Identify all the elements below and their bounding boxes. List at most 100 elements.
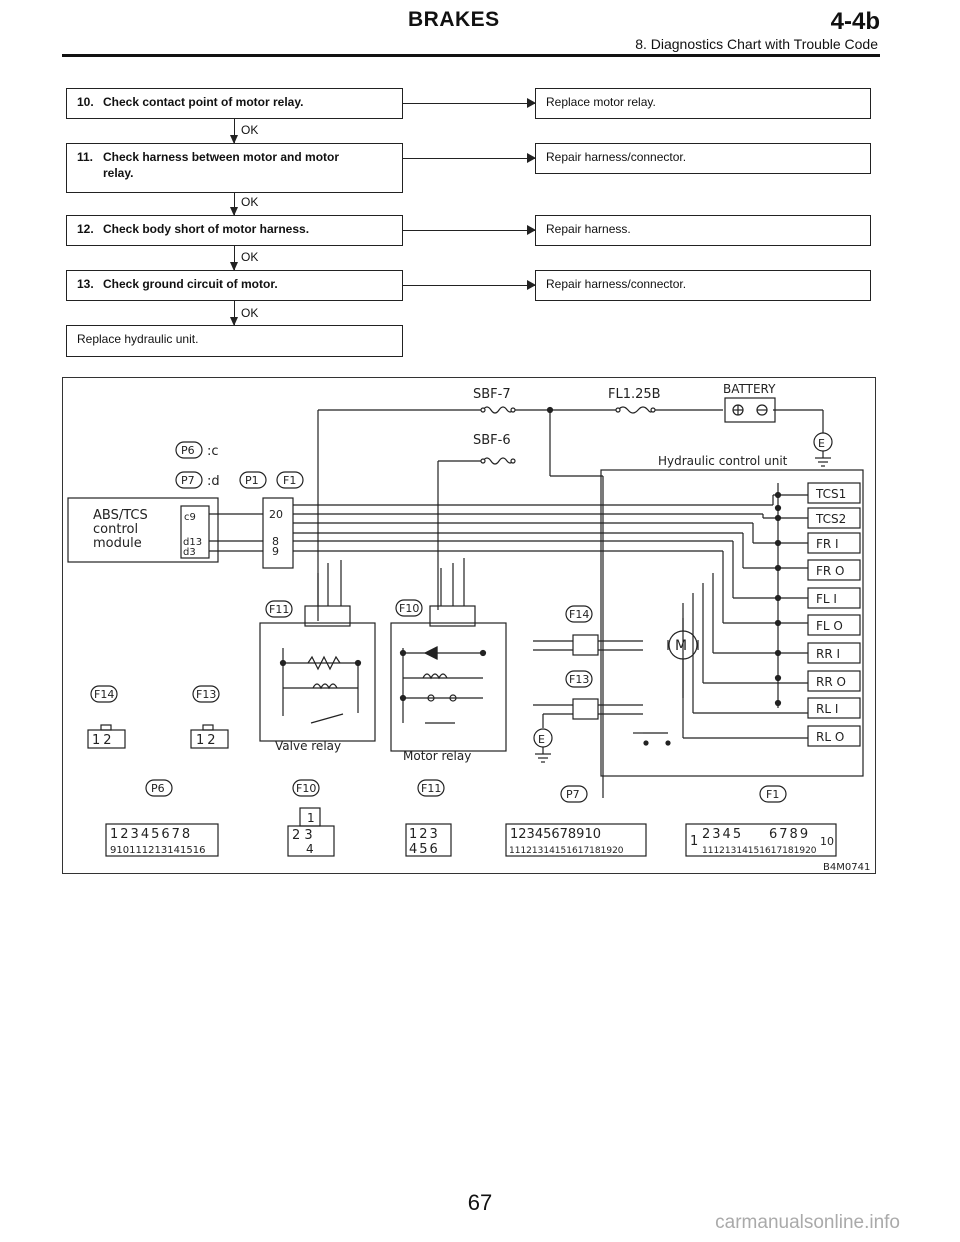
ground-icon [533,728,553,763]
battery-icon [724,397,776,423]
f10-tag [395,599,423,617]
ok-label: OK [241,123,259,137]
valve-box-rri [807,642,861,664]
f10-label: F10 [399,602,419,615]
f14-conn-pins: 12 [92,733,115,748]
pin-d3: d3 [183,547,196,558]
p1-label: P1 [245,474,259,487]
sbf6-label: SBF-6 [473,433,511,448]
valve-box-fri [807,532,861,554]
f11-tag [265,600,293,618]
module-line1: ABS/TCS [93,508,148,523]
step-number: 10. [77,95,94,109]
wiring-diagram: SBF-7 FL1.25B BATTERY E SBF-6 Hydraulic … [62,377,876,874]
f1-label: F1 [283,474,296,487]
valve-box-fro [807,559,861,581]
p7-conn-bot: 11121314151617181920 [509,846,624,856]
f1-connector [685,823,837,857]
f1-tag [276,471,304,489]
p7-label: P7 [181,474,195,487]
power-feed [317,406,824,798]
p7-conn-top: 12345678910 [510,827,601,842]
module-wires [209,504,773,552]
valve-box-tcs1 [807,482,861,504]
f10-conn-top: 1 [307,811,315,825]
module-line3: module [93,536,142,551]
f13-block [533,698,643,728]
f11-conn-bot: 456 [409,842,440,857]
p1-tag [239,471,267,489]
hcu-frame [600,469,864,777]
p7-tag-bottom [560,785,588,803]
f14-tag [565,605,593,623]
valve-box-flo [807,614,861,636]
motor-icon [667,618,699,698]
p6-tag [175,441,203,459]
motor-relay-label: Motor relay [403,749,471,763]
ok-arrow [230,246,238,271]
abs-module [67,497,219,563]
f13-conn-pins: 12 [196,733,219,748]
action-text: Replace motor relay. [546,95,656,109]
valve-tcs1: TCS1 [815,487,846,501]
step-13-action: Repair harness/connector. [535,270,871,301]
p6-suffix: :c [207,444,219,459]
ok-label: OK [241,306,259,320]
ng-arrow [403,98,536,108]
step-10-action: Replace motor relay. [535,88,871,119]
action-text: Repair harness. [546,222,631,236]
ng-arrow [403,153,536,163]
f13-label: F13 [569,673,589,686]
sbf7-label: SBF-7 [473,387,511,402]
f11-label: F11 [269,603,289,616]
valve-rlo: RL O [816,730,844,744]
valve-relay [259,560,376,742]
f14-block [533,634,643,656]
valve-fri: FR I [816,537,839,551]
p7-bottom-label: P7 [566,788,580,801]
section-subtitle: 8. Diagnostics Chart with Trouble Code [635,36,878,52]
f11-conn-top: 123 [409,827,440,842]
f1-tag-bottom [759,785,787,803]
pin-20: 20 [269,508,283,521]
motor-relay [390,558,507,752]
ok-arrow [230,119,238,144]
pin-c9: c9 [184,512,196,523]
f10-conn-bot: 4 [306,842,314,856]
step-text: Check body short of motor harness. [103,222,310,236]
valve-box-rlo [807,725,861,747]
ok-arrow [230,301,238,326]
step-number: 11. [77,150,94,164]
figure-id: B4M0741 [823,862,870,873]
final-box: Replace hydraulic unit. [66,325,403,357]
f1-bottom-label: F1 [766,788,779,801]
f13-connector [190,724,229,749]
ground-icon [813,432,833,467]
module-pin-block [180,505,210,559]
step-12-box: 12.Check body short of motor harness. [66,215,403,246]
valve-wiring [682,483,808,739]
pin-d13: d13 [183,537,202,548]
watermark: carmanualsonline.info [715,1212,900,1233]
motor-label: M [675,638,687,654]
f13-bottom-label: F13 [196,688,216,701]
p6-connector [105,823,219,857]
step-11-box: 11.Check harness between motor and motor… [66,143,403,193]
step-text: Check contact point of motor relay. [103,95,304,109]
valve-box-fli [807,587,861,609]
p6-bottom-label: P6 [151,782,165,795]
p6-label: P6 [181,444,195,457]
f1-conn-top: 2345 [702,827,743,842]
action-text: Repair harness/connector. [546,277,687,291]
action-text: Repair harness/connector. [546,150,687,164]
step-13-box: 13. Check ground circuit of motor. [66,270,403,301]
section-code: 4-4b [830,8,880,35]
step-number: 13. [77,277,94,291]
ok-label: OK [241,250,259,264]
step-text: Check ground circuit of motor. [103,277,278,291]
valve-box-tcs2 [807,507,861,529]
page-number: 67 [467,1190,493,1215]
pin-8: 8 [272,535,279,548]
f14-bottom-label: F14 [94,688,114,701]
pin-9: 9 [272,545,279,558]
